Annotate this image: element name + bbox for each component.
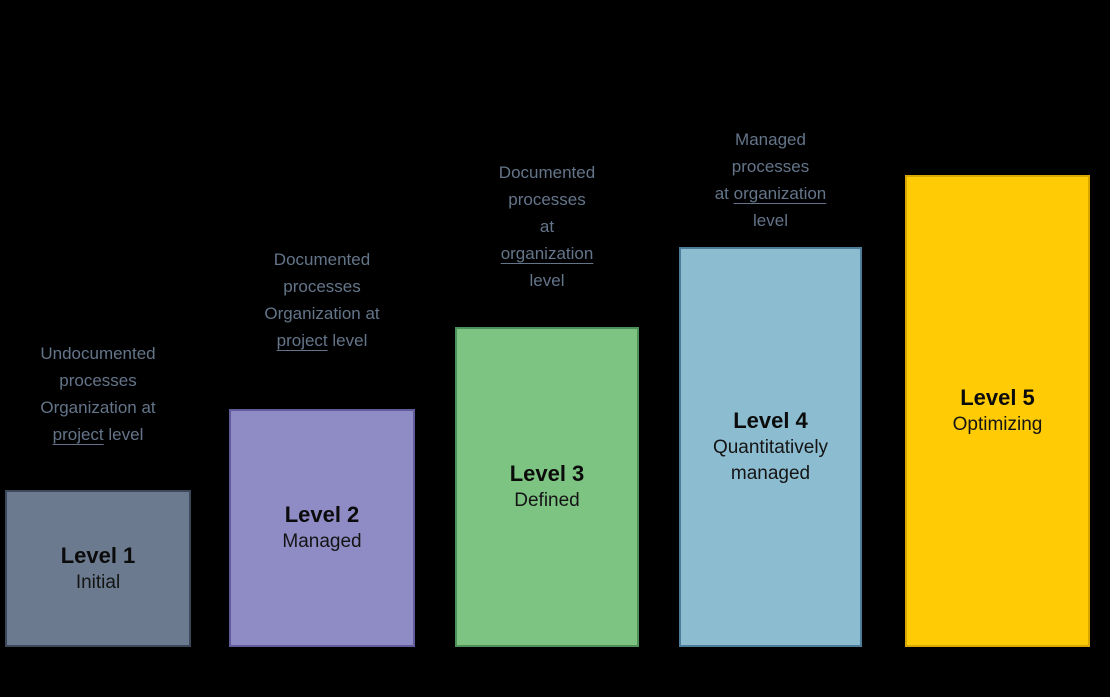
level-2-bar: Level 2 Managed <box>229 409 415 647</box>
description-text: Organization at <box>40 398 156 417</box>
description-text: Managed <box>735 130 806 149</box>
description-text: processes <box>731 157 810 176</box>
level-3-description: Documented processes at organization lev… <box>455 159 639 294</box>
description-text: at <box>714 184 729 203</box>
description-text: processes <box>508 190 586 209</box>
level-title: Level 2 <box>284 502 360 527</box>
maturity-level-column-1: Undocumented processes Organization at p… <box>5 340 191 647</box>
description-text: Undocumented <box>40 344 156 363</box>
level-subtitle: Optimizing <box>952 414 1043 435</box>
underlined-word: organization <box>500 244 594 263</box>
level-4-description: Managed processes at organization level <box>679 126 862 234</box>
level-3-bar: Level 3 Defined <box>455 327 639 647</box>
level-subtitle: Defined <box>514 490 580 511</box>
level-1-bar: Level 1 Initial <box>5 490 191 647</box>
underlined-word: project <box>52 425 104 444</box>
description-text: level <box>529 271 565 290</box>
underlined-word: project <box>276 331 328 350</box>
level-2-description: Documented processes Organization at pro… <box>229 246 415 354</box>
level-1-description: Undocumented processes Organization at p… <box>5 340 191 448</box>
description-text: processes <box>59 371 137 390</box>
description-text: Organization at <box>264 304 380 323</box>
level-4-bar: Level 4 Quantitatively managed <box>679 247 862 647</box>
description-text: at <box>539 217 555 236</box>
maturity-level-column-4: Managed processes at organization level … <box>679 126 862 647</box>
maturity-level-column-3: Documented processes at organization lev… <box>455 159 639 647</box>
level-title: Level 1 <box>60 542 136 568</box>
level-5-bar: Level 5 Optimizing <box>905 175 1090 647</box>
description-text: level <box>753 211 788 230</box>
maturity-level-column-2: Documented processes Organization at pro… <box>229 246 415 647</box>
description-text: level <box>332 331 368 350</box>
level-title: Level 5 <box>960 385 1035 410</box>
underlined-word: organization <box>733 184 827 203</box>
level-title: Level 4 <box>733 408 808 433</box>
maturity-level-column-5: Level 5 Optimizing <box>905 175 1090 647</box>
level-subtitle: Initial <box>75 571 121 593</box>
description-text: processes <box>283 277 361 296</box>
level-subtitle: Quantitatively managed <box>712 437 829 484</box>
level-subtitle: Managed <box>282 531 362 552</box>
description-text: Documented <box>498 163 596 182</box>
description-text: level <box>108 425 144 444</box>
description-text: Documented <box>273 250 371 269</box>
level-title: Level 3 <box>509 461 585 486</box>
